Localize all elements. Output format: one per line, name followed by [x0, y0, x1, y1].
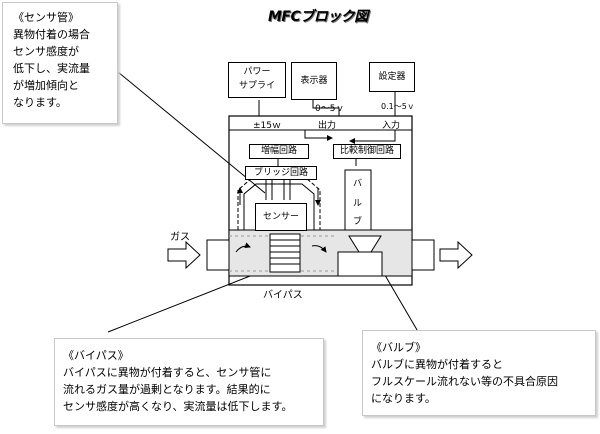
inlet-fitting: [206, 239, 230, 271]
input-arrow: [349, 130, 396, 144]
input-label: 入力: [382, 121, 401, 131]
bridge-label: ブリッジ回路: [253, 168, 308, 178]
display-label: 表示器: [300, 76, 328, 86]
valve-char-1: バ: [353, 179, 363, 189]
voltage-range2-label: 0.1～5ｖ: [381, 102, 415, 111]
valve-body: [344, 169, 372, 231]
setter-block: 設定器: [369, 62, 415, 92]
power-rail-label: ±15ｗ: [253, 121, 281, 131]
setter-label: 設定器: [378, 72, 406, 82]
valve-port: [337, 251, 383, 277]
power-supply-label-2: サプライ: [238, 81, 275, 91]
valve-char-3: ブ: [353, 217, 363, 227]
sensor-callout-line: 異物付着の場合: [13, 28, 90, 41]
sensor-callout-line: センサ感度が: [13, 45, 79, 58]
sensor-tube-inner: [243, 183, 315, 230]
gas-channel: [228, 229, 413, 277]
diagram-title: MFCブロック図: [268, 9, 368, 25]
valve-callout-line: バルブに異物が付着すると: [371, 358, 503, 371]
valve-char-2: ル: [353, 199, 363, 209]
valve-callout-line: になります。: [371, 392, 436, 405]
sensor-callout-heading: 《センサ管》: [13, 11, 79, 24]
bypass-callout-line: バイパスに異物が付着すると、センサ管に: [63, 366, 272, 379]
sensor-callout-line: なります。: [13, 96, 67, 109]
bridge-block: ブリッジ回路: [245, 166, 317, 180]
valve-callout: 《バルブ》 バルブに異物が付着すると フルスケール流れない等の不具合原因 になり…: [362, 330, 596, 416]
gas-label: ガス: [170, 232, 190, 243]
valve-callout-line: フルスケール流れない等の不具合原因: [371, 375, 558, 388]
flow-arrow-left: [235, 242, 251, 253]
comparator-block: 比較制御回路: [333, 144, 401, 159]
bypass-element: [269, 233, 301, 273]
gas-out-arrow: [439, 240, 473, 270]
flow-arrow-right: [311, 245, 327, 253]
sensor-callout-line: 低下し、実流量: [13, 62, 90, 75]
amplifier-label: 増幅回路: [260, 146, 297, 156]
sensor-callout: 《センサ管》 異物付着の場合 センサ感度が 低下し、実流量 が増加傾向と なりま…: [2, 2, 118, 124]
output-label: 出力: [318, 121, 337, 131]
output-arrow: [304, 130, 333, 141]
sensor-label: センサー: [262, 212, 299, 222]
bypass-callout-line: 流れるガス量が過剰となります。結果的に: [63, 383, 271, 396]
comparator-label: 比較制御回路: [339, 146, 394, 156]
display-block: 表示器: [291, 62, 337, 100]
sensor-block: センサー: [255, 203, 307, 231]
display-connection: [312, 100, 340, 116]
voltage-range-label: 0～5ｖ: [315, 104, 345, 114]
sensor-leader-line: [117, 71, 266, 194]
outlet-fitting: [411, 239, 435, 271]
power-supply-block: パワー サプライ: [228, 62, 286, 98]
valve-callout-heading: 《バルブ》: [371, 341, 426, 354]
amplifier-block: 増幅回路: [249, 144, 309, 159]
bypass-callout-heading: 《バイパス》: [63, 349, 129, 362]
power-supply-label-1: パワー: [243, 67, 271, 77]
bypass-label: バイパス: [263, 290, 303, 301]
gas-in-arrow: [167, 240, 201, 270]
bypass-callout: 《バイパス》 バイパスに異物が付着すると、センサ管に 流れるガス量が過剰となりま…: [54, 338, 324, 426]
bypass-callout-line: センサ感度が高くなり、実流量は低下します。: [63, 400, 293, 413]
mfc-body: [228, 115, 413, 286]
sensor-callout-line: が増加傾向と: [13, 79, 79, 92]
